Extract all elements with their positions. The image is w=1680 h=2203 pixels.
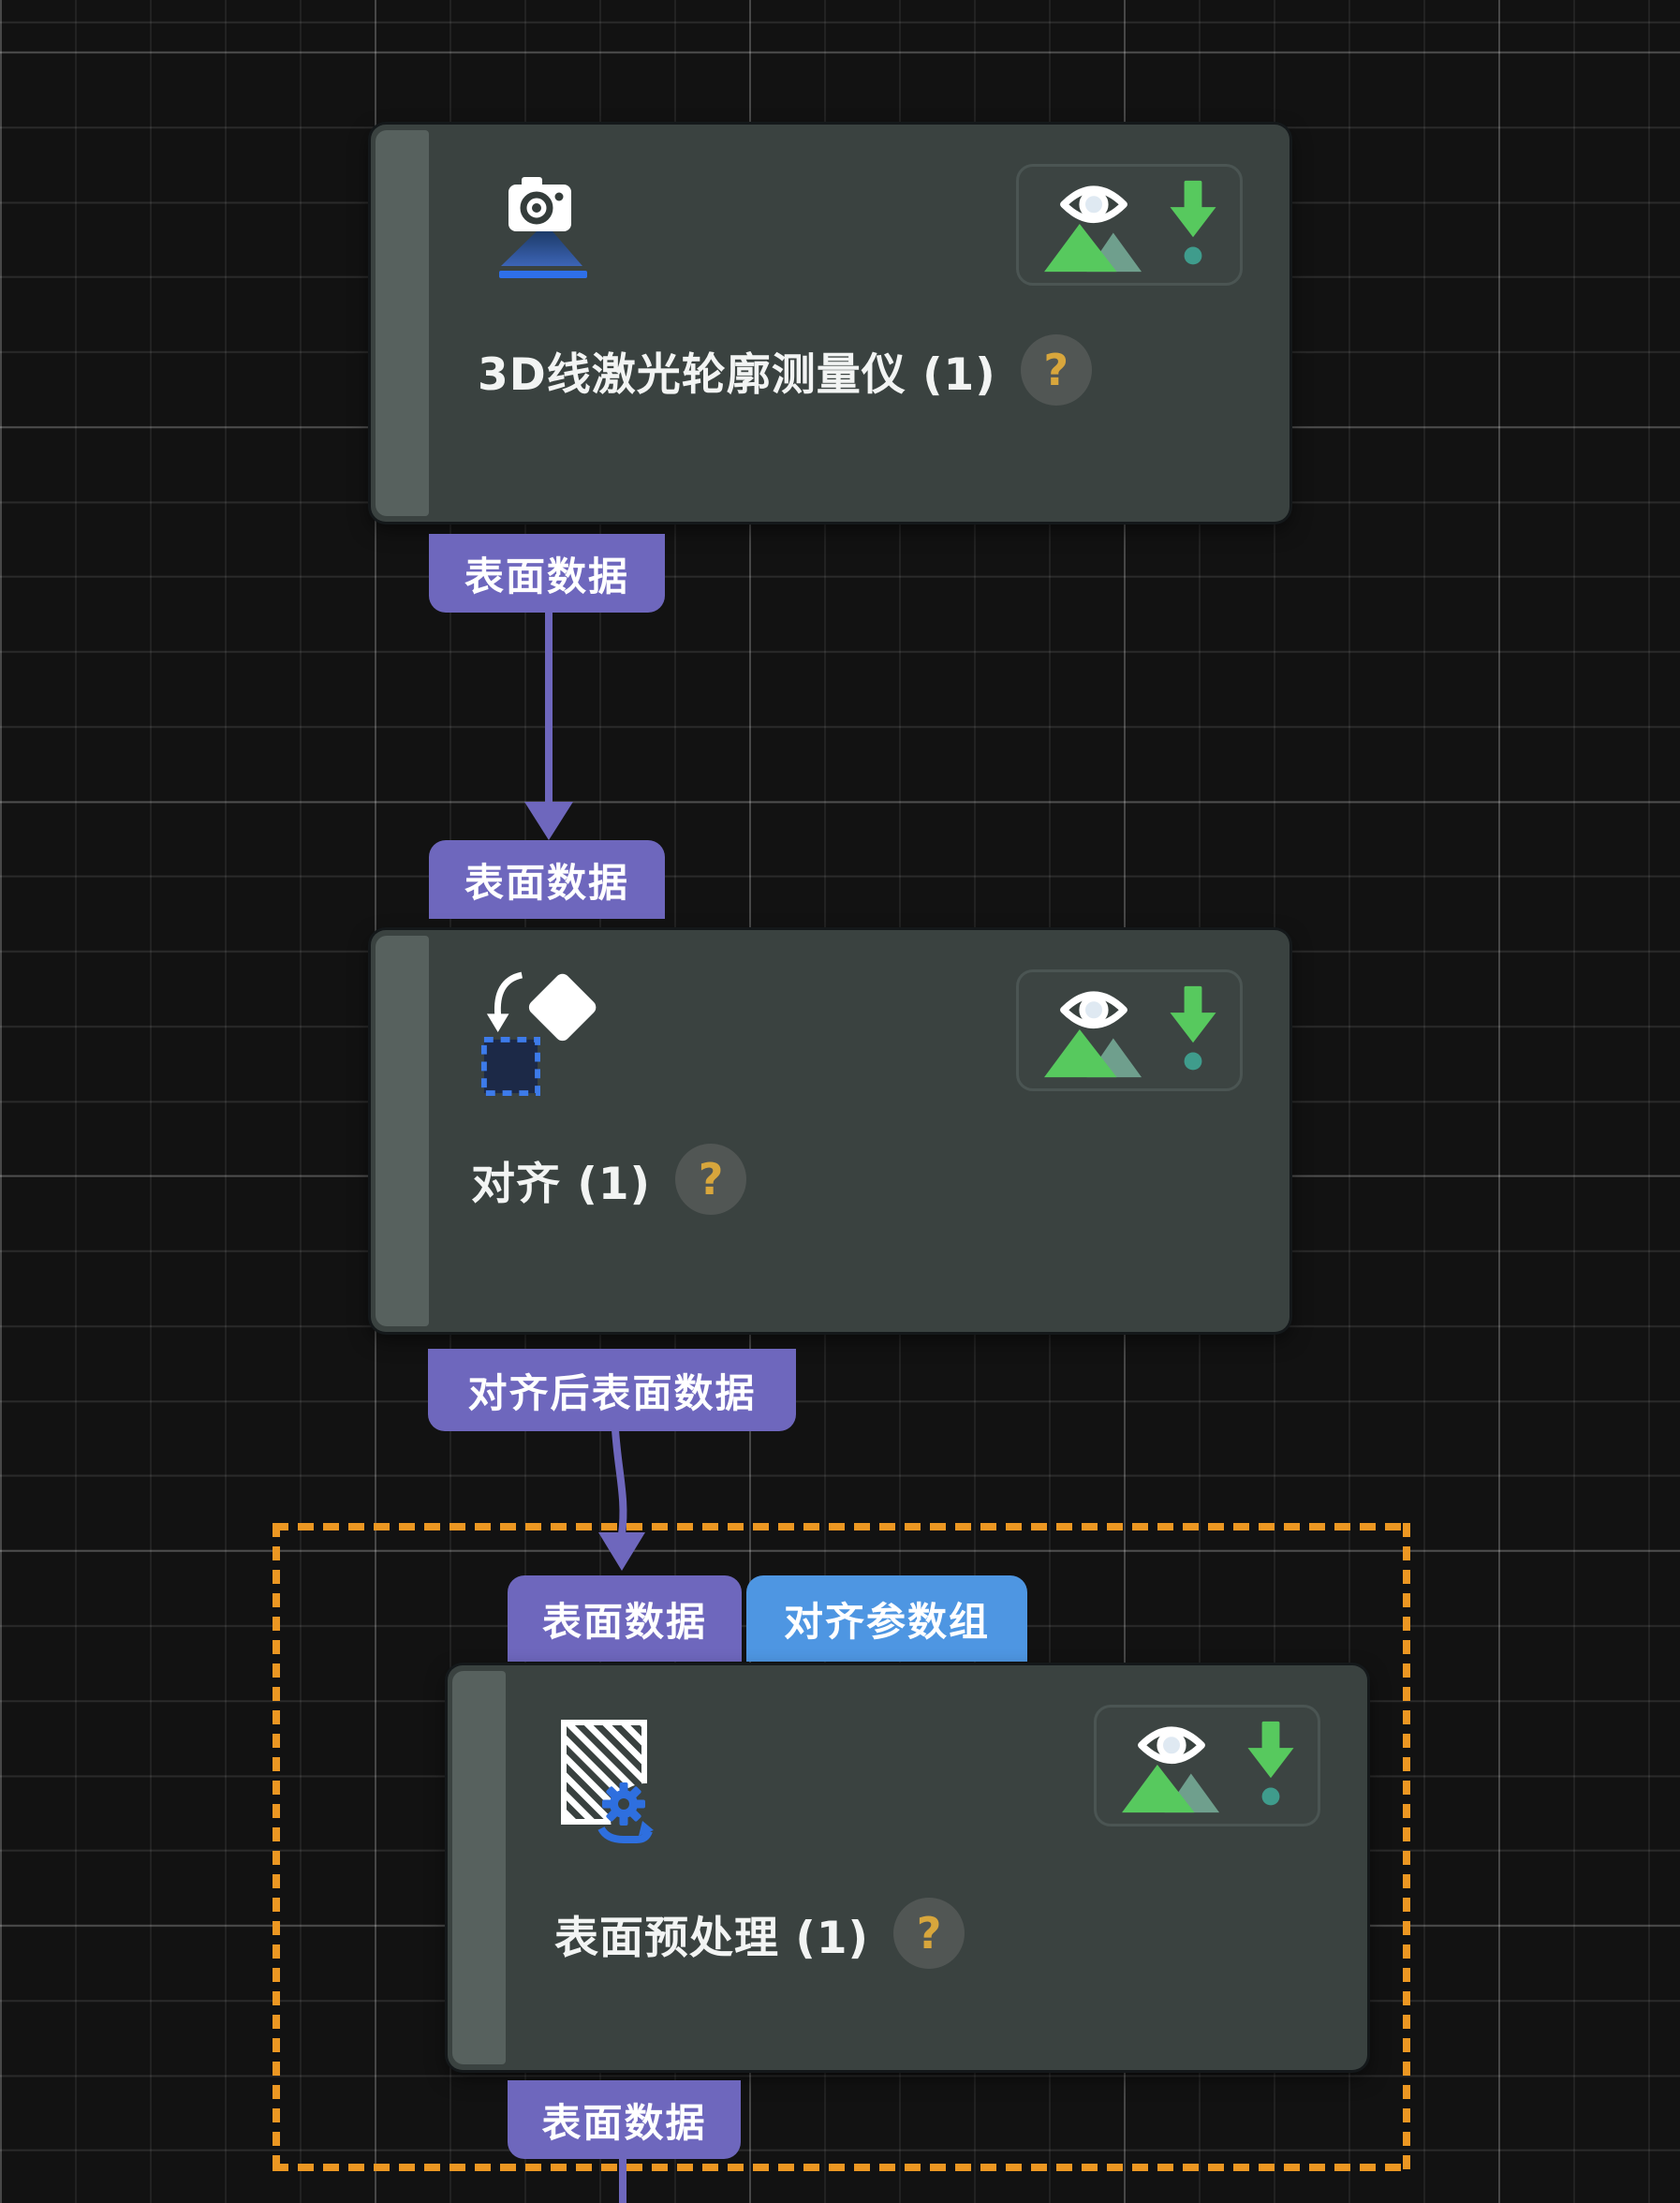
preview-eye-icon[interactable] xyxy=(1119,1717,1224,1814)
node-action-group xyxy=(1016,164,1243,286)
preview-eye-icon[interactable] xyxy=(1041,982,1146,1079)
node-surface-preprocessing[interactable]: 表面预处理 (1) ? xyxy=(448,1665,1367,2070)
node-action-group xyxy=(1094,1705,1320,1826)
align-transform-icon xyxy=(479,969,601,1099)
port-align-input-surface-data[interactable]: 表面数据 xyxy=(429,840,665,919)
selection-edge-bottom xyxy=(273,2164,1410,2171)
selection-edge-right xyxy=(1403,1523,1410,2170)
help-icon[interactable]: ? xyxy=(893,1898,965,1969)
port-preprocess-input-align-params[interactable]: 对齐参数组 xyxy=(746,1575,1027,1662)
node-accent-strip xyxy=(452,1671,506,2064)
node-title: 3D线激光轮廓测量仪 (1) xyxy=(478,348,996,401)
node-3d-line-laser-profiler[interactable]: 3D线激光轮廓测量仪 (1) ? xyxy=(371,125,1289,522)
node-title: 表面预处理 (1) xyxy=(554,1912,870,1964)
wire-arrowhead-1 xyxy=(524,802,573,840)
selection-edge-left xyxy=(273,1523,280,2170)
wire-align-to-preprocess[interactable] xyxy=(612,1428,627,1535)
laser-profiler-camera-icon xyxy=(499,171,588,278)
selection-edge-top xyxy=(273,1523,1410,1530)
port-align-output-aligned-surface-data[interactable]: 对齐后表面数据 xyxy=(428,1349,796,1431)
download-result-icon[interactable] xyxy=(1169,984,1217,1076)
download-result-icon[interactable] xyxy=(1246,1720,1295,1811)
help-icon[interactable]: ? xyxy=(675,1144,747,1215)
preview-eye-icon[interactable] xyxy=(1041,176,1146,274)
help-icon[interactable]: ? xyxy=(1020,334,1092,406)
node-align[interactable]: 对齐 (1) ? xyxy=(371,930,1289,1332)
node-action-group xyxy=(1016,969,1243,1091)
port-preprocess-output-surface-data[interactable]: 表面数据 xyxy=(508,2080,741,2159)
node-accent-strip xyxy=(376,130,429,516)
node-accent-strip xyxy=(376,936,429,1326)
surface-preprocess-icon xyxy=(560,1720,682,1855)
download-result-icon[interactable] xyxy=(1169,179,1217,271)
node-title: 对齐 (1) xyxy=(471,1158,652,1210)
port-preprocess-input-surface-data[interactable]: 表面数据 xyxy=(508,1575,742,1662)
port-profiler-output-surface-data[interactable]: 表面数据 xyxy=(429,534,665,613)
wire-arrowhead-2 xyxy=(598,1532,645,1571)
